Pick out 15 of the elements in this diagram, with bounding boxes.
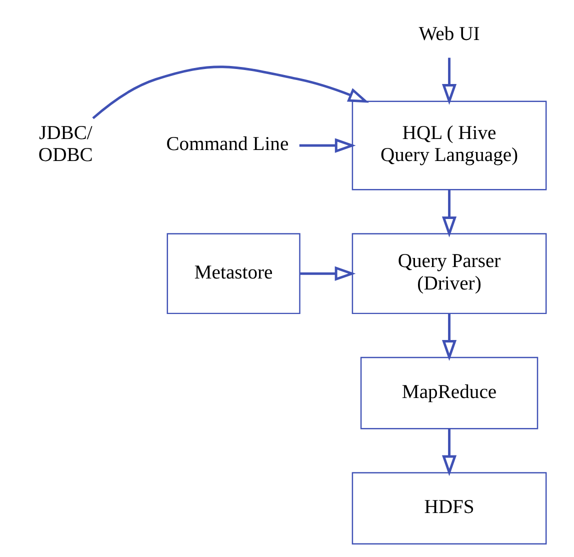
node-text: JDBC/ ODBC	[38, 123, 92, 166]
arrow	[300, 266, 356, 281]
node-box: HDFS	[351, 472, 546, 544]
node-box: Metastore	[166, 233, 300, 314]
node-box: HQL ( Hive Query Language)	[351, 100, 546, 190]
arrow	[298, 138, 356, 153]
arrow	[441, 428, 456, 476]
arrow	[92, 66, 368, 120]
node-text: Web UI	[418, 24, 480, 45]
arrow	[441, 58, 456, 105]
node-box: Query Parser (Driver)	[351, 233, 546, 314]
arrow	[441, 190, 456, 238]
node-text: Command Line	[166, 134, 288, 156]
arrow	[441, 313, 456, 361]
node-box: MapReduce	[360, 356, 538, 430]
